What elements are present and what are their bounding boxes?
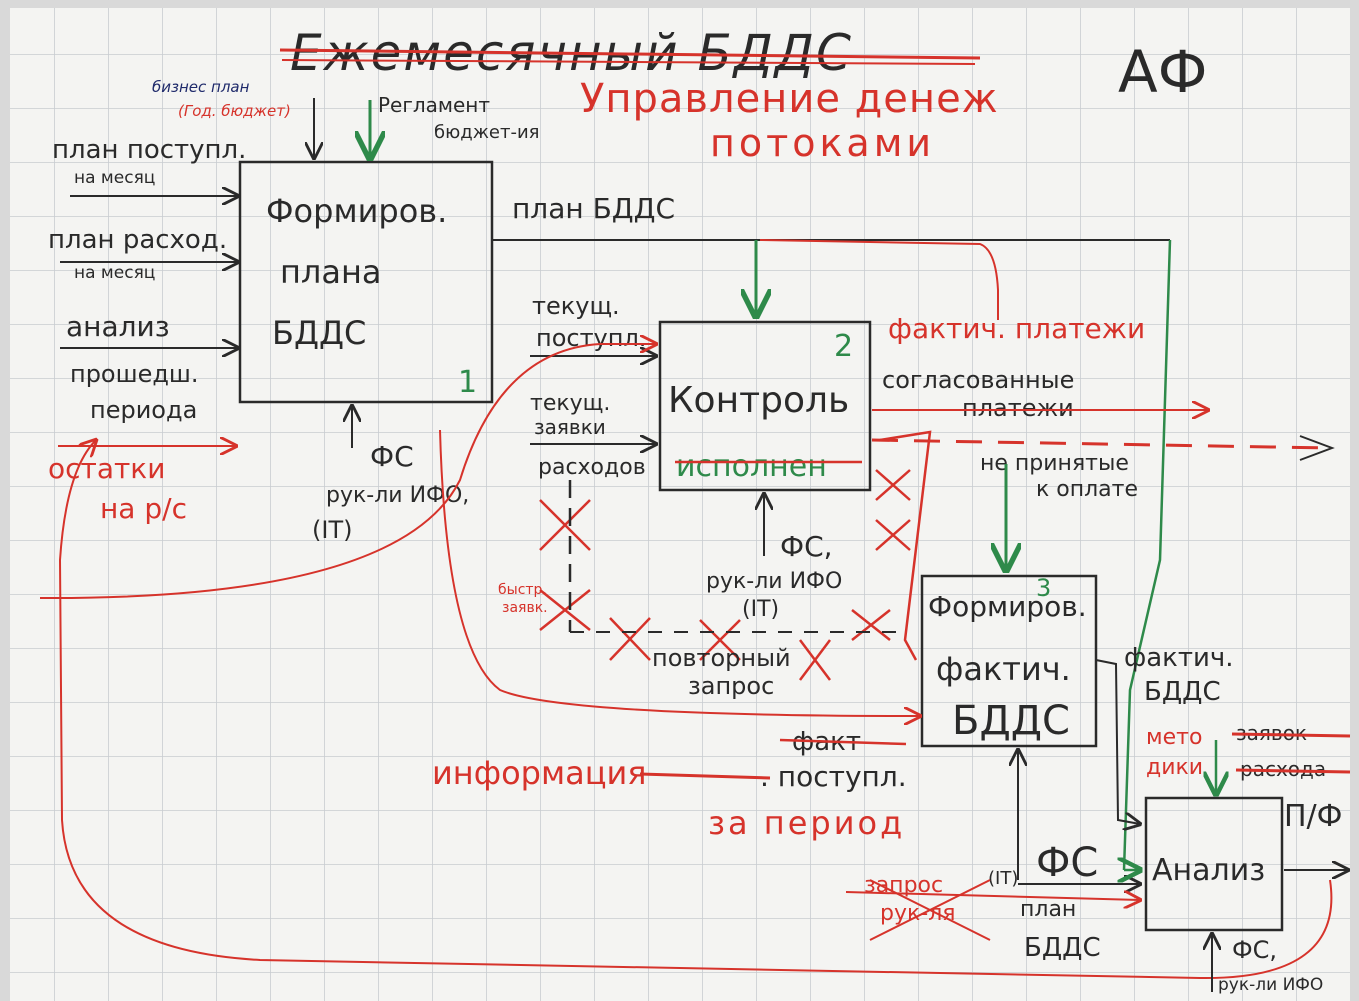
input-business-plan-sub: (Год. бюджет) xyxy=(178,102,291,120)
crossed-feedback xyxy=(539,430,932,681)
label-agreed1: согласованные xyxy=(882,366,1074,394)
mech3-fs: ФС xyxy=(1036,840,1098,886)
grid-lines xyxy=(10,8,1350,1001)
input-balances2: на р/с xyxy=(100,492,187,525)
label-pf: П/Ф xyxy=(1284,799,1343,834)
block-control xyxy=(658,320,872,492)
label-tek-income1: текущ. xyxy=(532,292,620,320)
input-plan-income-sub: на месяц xyxy=(74,168,155,188)
label-for-period: за период xyxy=(708,804,905,842)
title-main-line1: Управление денеж xyxy=(580,76,999,122)
input-analysis: анализ xyxy=(66,310,170,343)
block1-line1: Формиров. xyxy=(266,192,447,230)
arrow-plan-bdds-red xyxy=(759,239,999,320)
title-main-line2: потоками xyxy=(710,121,935,165)
title-strike-line xyxy=(279,48,981,60)
input-balances1: остатки xyxy=(48,452,165,485)
block1-line2: плана xyxy=(280,253,382,291)
block2-line2: исполнен xyxy=(676,449,827,484)
label-urgent2: заявк. xyxy=(502,600,548,616)
label-fact-bdds2: БДДС xyxy=(1144,677,1221,707)
mech4-ruk: рук-ли ИФО xyxy=(1218,975,1323,995)
arrow-big-feedback-loop xyxy=(58,440,1333,980)
mech2-it: (IT) xyxy=(742,597,779,622)
fact-strike xyxy=(779,738,907,746)
block3-line1: Формиров. xyxy=(928,590,1087,623)
mech3-it: (IT) xyxy=(988,868,1018,889)
mech2-fs: ФС, xyxy=(780,530,833,563)
label-request-struck2: рук-ля xyxy=(880,901,956,926)
label-tek-income2: поступл. xyxy=(536,324,646,352)
block-plan-bdds xyxy=(238,160,494,404)
block1-line3: БДДС xyxy=(272,314,366,352)
input-plan-expense: план расход. xyxy=(48,225,227,255)
label-repeat2: запрос xyxy=(688,672,774,700)
mech1-it: (IT) xyxy=(312,516,352,544)
mech4-fs: ФС, xyxy=(1232,936,1277,964)
block-analysis xyxy=(1144,796,1284,932)
label-tek-requests1: текущ. xyxy=(530,391,610,416)
block4-line1: Анализ xyxy=(1152,853,1265,888)
block1-number: 1 xyxy=(458,365,477,400)
mech1-ruk: рук-ли ИФО, xyxy=(326,483,469,508)
arrow-not-accepted-head xyxy=(1299,435,1335,461)
arrow-plan-bdds-green-down xyxy=(1122,239,1172,871)
label-plan-bdds: план БДДС xyxy=(512,192,675,225)
label-info-rest: . поступл. xyxy=(760,760,907,793)
input-business-plan: бизнес план xyxy=(152,78,250,96)
arrow-not-accepted xyxy=(871,438,1331,450)
block3-line3: БДДС xyxy=(952,698,1070,744)
title-corner-af: АФ xyxy=(1118,38,1208,106)
label-agreed2: платежи xyxy=(962,394,1074,422)
input-plan-expense-sub: на месяц xyxy=(74,263,155,283)
block3-number: 3 xyxy=(1036,574,1051,602)
label-methods2: дики xyxy=(1146,755,1203,780)
label-urgent1: быстр. xyxy=(498,582,547,598)
label-info-word: информация xyxy=(432,754,647,792)
mech1-fs: ФС xyxy=(370,440,414,473)
title-strike-line-2 xyxy=(281,59,976,65)
label-methods1: мето xyxy=(1146,725,1202,750)
label-not-accepted2: к оплате xyxy=(1036,477,1138,502)
label-not-accepted1: не принятые xyxy=(980,451,1129,476)
input-analysis-sub1: прошедш. xyxy=(70,360,199,388)
block2-line1: Контроль xyxy=(668,380,849,421)
arrow-info-income xyxy=(439,429,920,716)
request-cross xyxy=(869,879,991,941)
mech2-ruk: рук-ли ИФО xyxy=(706,569,842,594)
label-tek-requests3: расходов xyxy=(538,455,646,480)
info-strike xyxy=(639,772,771,780)
arrow-balances-long xyxy=(39,344,656,600)
input-reglament-sub: бюджет-ия xyxy=(434,122,540,143)
methods-strike1 xyxy=(1231,732,1351,738)
input-plan-income: план поступл. xyxy=(52,135,246,165)
label-tek-requests2: заявки xyxy=(534,415,606,439)
label-fact-bdds1: фактич. xyxy=(1124,643,1234,673)
label-fact-payments: фактич. платежи xyxy=(888,312,1145,345)
label-plan-bdds-low1: план xyxy=(1020,897,1076,922)
input-reglament: Регламент xyxy=(378,93,490,117)
input-analysis-sub2: периода xyxy=(90,396,197,424)
arrow-fact-bdds-out xyxy=(1095,659,1140,824)
block2-number: 2 xyxy=(834,329,853,364)
block3-line2: фактич. xyxy=(936,650,1071,688)
label-plan-bdds-low2: БДДС xyxy=(1024,933,1101,963)
methods-strike2 xyxy=(1235,768,1351,774)
label-repeat1: повторный xyxy=(652,644,791,672)
